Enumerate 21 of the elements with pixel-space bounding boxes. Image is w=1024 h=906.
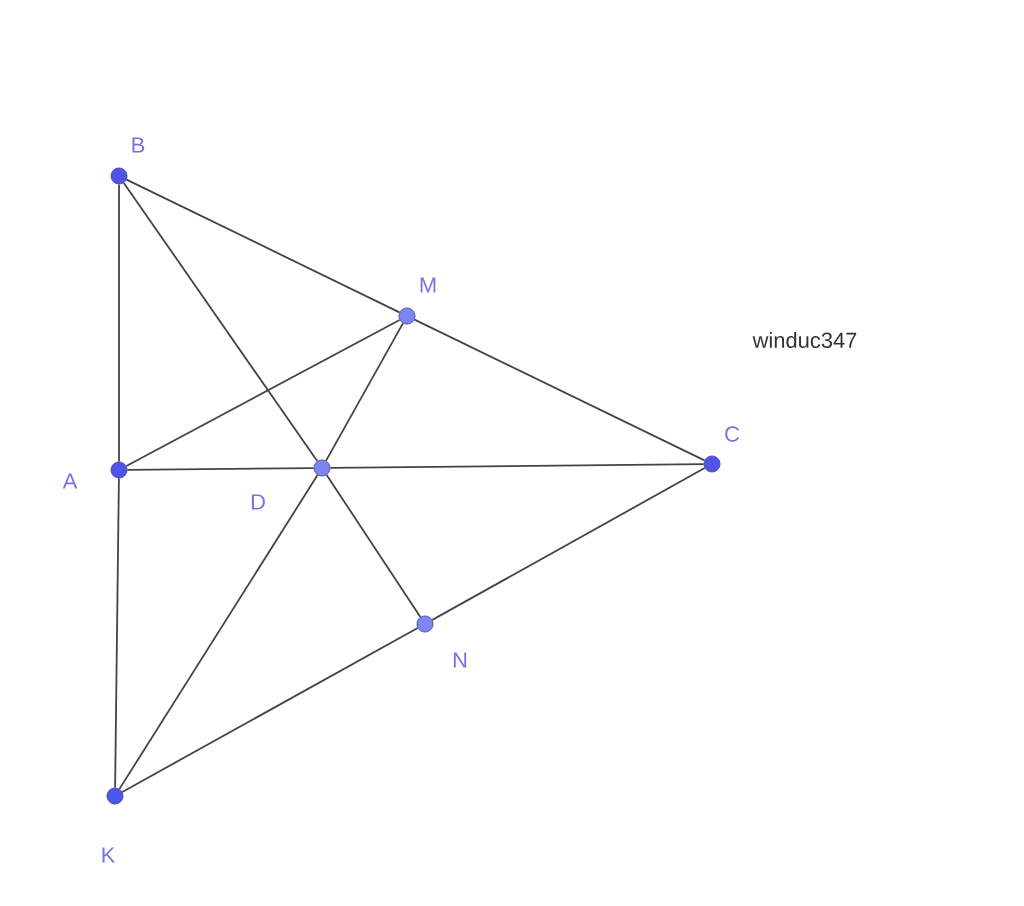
author-text: winduc347 (752, 331, 857, 349)
point-label: N (453, 652, 467, 668)
point-label: K (102, 847, 116, 863)
point-label: A (62, 473, 78, 489)
line-segment (126, 467, 315, 471)
line-segment (122, 182, 319, 462)
point-label: C (725, 426, 740, 442)
point-label: B (132, 137, 145, 153)
line-segment (329, 463, 705, 469)
line-segment (325, 322, 404, 462)
line-segment (114, 477, 120, 789)
line-segment (118, 474, 319, 790)
line-segment (325, 474, 422, 618)
point-label: D (251, 494, 265, 510)
line-segment (118, 183, 120, 463)
line-segment (121, 627, 419, 793)
line-segment (413, 318, 706, 462)
line-segment (125, 319, 401, 467)
point-label: M (420, 277, 436, 293)
line-segment (125, 178, 401, 314)
line-segment (431, 467, 706, 621)
